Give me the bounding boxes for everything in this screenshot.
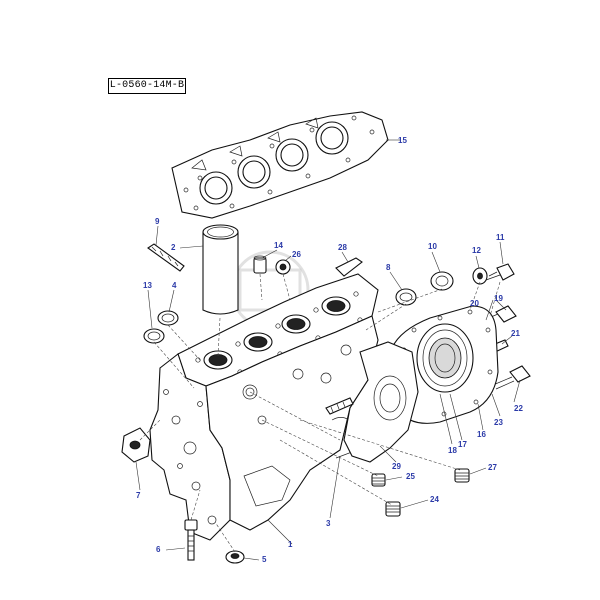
threaded-plug-25-part (371, 473, 386, 487)
callout-23: 23 (494, 418, 503, 427)
threaded-plug-24-part (385, 501, 401, 517)
washer-part (472, 267, 488, 285)
callout-1: 1 (288, 540, 293, 549)
callout-6: 6 (156, 545, 161, 554)
callout-27: 27 (488, 463, 497, 472)
assembly-guide-lines (139, 273, 501, 553)
callout-7: 7 (136, 491, 141, 500)
callout-12: 12 (472, 246, 481, 255)
rear-oil-seal-housing-part (391, 305, 499, 424)
callout-17: 17 (458, 440, 467, 449)
threaded-plug-27-part (454, 468, 470, 483)
callout-25: 25 (406, 472, 415, 481)
bolt-11-part (485, 263, 515, 281)
callout-22: 22 (514, 404, 523, 413)
bushing-part (143, 310, 179, 344)
callout-20: 20 (470, 299, 479, 308)
stud-bolt-part (147, 243, 185, 272)
callout-18: 18 (448, 446, 457, 455)
callout-8: 8 (386, 263, 391, 272)
nut-5-part (225, 550, 245, 564)
callout-15: 15 (398, 136, 407, 145)
callout-11: 11 (496, 233, 505, 242)
camshaft-bushing-part (395, 271, 454, 306)
cylinder-block-part (121, 273, 419, 541)
cylinder-liner-part (202, 224, 239, 315)
plug-part (275, 259, 291, 275)
callout-2: 2 (171, 243, 176, 252)
bolt-6-part (184, 519, 198, 561)
head-gasket-part (171, 111, 389, 219)
callout-19: 19 (494, 294, 503, 303)
callout-14: 14 (274, 241, 283, 250)
diagram-reference-code: L-0560-14M-B (108, 78, 186, 94)
callout-13: 13 (143, 281, 152, 290)
stud-29-part (325, 397, 354, 415)
callout-5: 5 (262, 555, 267, 564)
callout-10: 10 (428, 242, 437, 251)
callout-leader-lines (135, 139, 521, 561)
callout-26: 26 (292, 250, 301, 259)
callout-29: 29 (392, 462, 401, 471)
dowel-pin-part (253, 255, 267, 274)
callout-28: 28 (338, 243, 347, 252)
callout-16: 16 (477, 430, 486, 439)
callout-21: 21 (511, 329, 520, 338)
callout-24: 24 (430, 495, 439, 504)
oil-jet-part (335, 257, 363, 277)
callout-4: 4 (172, 281, 177, 290)
callout-9: 9 (155, 217, 160, 226)
callout-3: 3 (326, 519, 331, 528)
